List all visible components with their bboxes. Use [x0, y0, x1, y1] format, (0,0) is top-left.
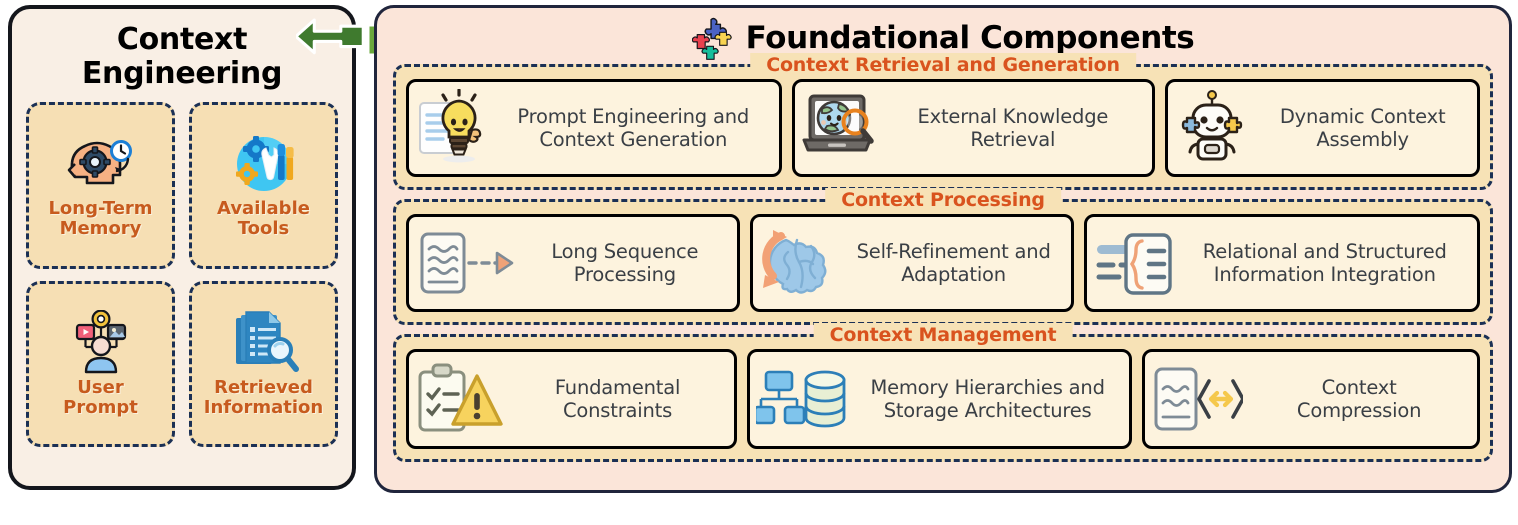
puzzle-pieces-icon — [691, 17, 732, 60]
user-multimodal-icon — [75, 309, 126, 373]
foundational-components-panel: Foundational Components Context Retrieva… — [374, 5, 1512, 493]
label-line2: Context Generation — [539, 128, 728, 151]
label-line2: Constraints — [562, 399, 673, 422]
context-engineering-panel: Context Engineering — [8, 5, 356, 490]
label-line1: Dynamic Context — [1279, 105, 1446, 128]
card-label: Memory Hierarchies and Storage Architect… — [854, 376, 1121, 422]
card-long-term-memory-label: Long-Term Memory — [48, 199, 152, 239]
label-line2: Assembly — [1316, 128, 1409, 151]
card-label: Fundamental Constraints — [509, 376, 726, 422]
section-context-management: Context Management — [393, 323, 1493, 462]
card-fundamental-constraints[interactable]: Fundamental Constraints — [406, 349, 738, 449]
card-label: Context Compression — [1249, 376, 1469, 422]
left-panel-title-line1: Context — [116, 22, 248, 57]
card-label: Long Sequence Processing — [521, 240, 729, 286]
section-context-processing: Context Processing — [393, 188, 1493, 325]
label-line2: Storage Architectures — [883, 399, 1092, 422]
card-label: Dynamic Context Assembly — [1256, 105, 1469, 151]
card-long-sequence-processing[interactable]: Long Sequence Processing — [406, 214, 740, 312]
section-card-list: Long Sequence Processing — [406, 214, 1480, 312]
label-line2: Prompt — [63, 396, 138, 418]
label-line2: Compression — [1296, 399, 1422, 422]
card-prompt-engineering-and-context-generation[interactable]: Prompt Engineering and Context Generatio… — [406, 79, 783, 177]
label-line1: Relational and Structured — [1202, 240, 1447, 263]
label-line1: Prompt Engineering and — [517, 105, 750, 128]
context-engineering-card-grid: Long-Term Memory — [26, 102, 338, 448]
label-line2: Information — [203, 396, 324, 418]
card-label: Prompt Engineering and Context Generatio… — [495, 105, 771, 151]
card-user-prompt-label: User Prompt — [63, 376, 138, 418]
lightbulb-document-icon — [419, 89, 482, 163]
section-card-list: Fundamental Constraints — [406, 349, 1480, 449]
right-panel-header: Foundational Components — [387, 12, 1499, 64]
card-long-term-memory[interactable]: Long-Term Memory — [26, 102, 175, 269]
card-label: Self-Refinement and Adaptation — [845, 240, 1063, 286]
card-label: Relational and Structured Information In… — [1181, 240, 1469, 286]
card-relational-and-structured-information-integration[interactable]: Relational and Structured Information In… — [1083, 214, 1480, 312]
card-user-prompt[interactable]: User Prompt — [26, 280, 175, 448]
label-line1: Available — [217, 198, 310, 220]
label-line2: Memory — [59, 218, 142, 240]
label-line2: Adaptation — [901, 263, 1006, 286]
label-line1: Memory Hierarchies and — [870, 376, 1105, 399]
section-label: Context Management — [813, 323, 1073, 347]
hierarchy-database-icon — [756, 370, 846, 428]
document-compress-icon — [1154, 367, 1244, 431]
label-line1: Long-Term — [48, 198, 153, 220]
card-memory-hierarchies-and-storage-architectures[interactable]: Memory Hierarchies and Storage Architect… — [747, 349, 1133, 449]
label-line2: Processing — [573, 263, 676, 286]
label-line1: External Knowledge — [917, 105, 1109, 128]
document-arrow-icon — [420, 232, 514, 294]
label-line2: Retrieval — [970, 128, 1056, 151]
left-panel-title: Context Engineering — [26, 23, 338, 90]
right-panel-title: Foundational Components — [745, 20, 1195, 56]
card-retrieved-information-label: Retrieved Information — [203, 376, 324, 418]
clipboard-warning-icon — [418, 363, 503, 432]
label-line1: Context — [1321, 376, 1397, 399]
card-context-compression[interactable]: Context Compression — [1142, 349, 1480, 449]
label-line1: Retrieved — [214, 376, 313, 398]
gear-wrench-tools-icon — [235, 136, 294, 192]
robot-puzzle-icon — [1182, 90, 1243, 161]
label-line1: User — [77, 376, 124, 398]
card-retrieved-information[interactable]: Retrieved Information — [189, 280, 338, 448]
label-line2: Tools — [237, 218, 290, 240]
section-label: Context Processing — [825, 188, 1061, 212]
card-self-refinement-and-adaptation[interactable]: Self-Refinement and Adaptation — [749, 214, 1074, 312]
section-label: Context Retrieval and Generation — [750, 53, 1136, 77]
documents-magnifier-icon — [235, 311, 299, 372]
head-gear-clock-icon — [67, 140, 132, 185]
brain-refresh-icon — [761, 230, 827, 294]
section-card-list: Prompt Engineering and Context Generatio… — [406, 79, 1480, 177]
card-label: External Knowledge Retrieval — [881, 105, 1144, 151]
laptop-globe-magnifier-icon — [802, 94, 875, 152]
left-panel-title-line2: Engineering — [81, 55, 283, 91]
label-line1: Fundamental — [554, 376, 681, 399]
label-line2: Information Integration — [1213, 263, 1436, 286]
arrow-left-icon — [296, 18, 365, 55]
card-available-tools-label: Available Tools — [217, 199, 310, 239]
card-external-knowledge-retrieval[interactable]: External Knowledge Retrieval — [792, 79, 1156, 177]
label-line1: Long Sequence — [551, 240, 699, 263]
card-dynamic-context-assembly[interactable]: Dynamic Context Assembly — [1165, 79, 1480, 177]
section-context-retrieval-and-generation: Context Retrieval and Generation — [393, 53, 1493, 190]
card-available-tools[interactable]: Available Tools — [189, 102, 338, 269]
label-line1: Self-Refinement and — [856, 240, 1051, 263]
structured-data-brace-icon — [1096, 233, 1172, 295]
